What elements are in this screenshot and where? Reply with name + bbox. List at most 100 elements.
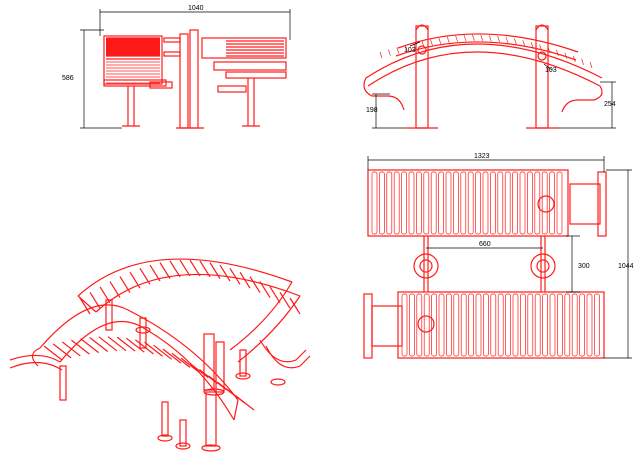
slat xyxy=(594,293,600,357)
slat xyxy=(438,171,444,235)
slat xyxy=(107,336,127,352)
slat xyxy=(438,293,445,357)
slat-tick xyxy=(522,40,526,47)
slat xyxy=(61,341,81,357)
isometric-back-slats xyxy=(79,259,301,315)
slat xyxy=(453,293,460,357)
dim-side-width: 1040 xyxy=(188,5,204,12)
slat xyxy=(149,264,161,282)
dim-top-length: 1323 xyxy=(474,153,490,160)
slat xyxy=(139,267,151,285)
slat xyxy=(379,171,385,235)
slat xyxy=(159,262,171,279)
slat xyxy=(519,171,526,235)
slat xyxy=(235,395,255,411)
slat xyxy=(408,171,415,235)
slat xyxy=(549,293,556,357)
slat xyxy=(431,293,437,357)
slat-fill xyxy=(106,38,160,56)
slat xyxy=(556,171,563,235)
isometric-view xyxy=(9,258,311,452)
slat xyxy=(393,171,400,235)
dim-front-top-left: 103 xyxy=(404,47,416,54)
slat xyxy=(180,357,200,373)
slat xyxy=(490,293,497,357)
slat xyxy=(430,171,437,235)
slat-tick xyxy=(556,49,559,56)
dim-front-top-right: 103 xyxy=(545,67,557,74)
slat xyxy=(497,293,504,357)
slat xyxy=(423,293,430,357)
slat-tick xyxy=(497,35,500,43)
slat xyxy=(144,341,163,357)
slat xyxy=(401,171,407,235)
slat-tick xyxy=(379,51,383,59)
front-view: 103 103 198 254 xyxy=(363,24,616,129)
slat xyxy=(542,293,548,357)
slat-tick xyxy=(505,36,509,44)
slat xyxy=(79,297,91,315)
slat xyxy=(199,260,211,278)
slat-tick xyxy=(564,52,568,59)
slat xyxy=(249,276,261,293)
slat xyxy=(527,293,534,357)
slat-tick xyxy=(572,55,576,62)
slat-tick xyxy=(438,37,442,44)
slat-tick xyxy=(463,34,467,42)
slat xyxy=(504,171,511,235)
slat-tick xyxy=(446,36,450,43)
slat xyxy=(171,352,191,368)
slat xyxy=(199,369,218,385)
slat xyxy=(371,171,378,235)
slat xyxy=(189,259,201,277)
slat xyxy=(490,171,496,235)
front-view-slat-ticks xyxy=(379,34,593,69)
top-view: 1323 660 300 1044 xyxy=(363,153,634,359)
dim-front-right-height: 254 xyxy=(604,101,616,108)
slat xyxy=(586,293,593,357)
slat xyxy=(219,264,231,282)
slat xyxy=(460,171,467,235)
slat xyxy=(129,271,141,289)
slat xyxy=(534,171,541,235)
slat-tick xyxy=(547,46,551,54)
slat xyxy=(468,293,474,357)
slat xyxy=(279,292,291,309)
slat xyxy=(89,337,109,352)
slat xyxy=(564,293,571,357)
slat-tick xyxy=(413,42,416,50)
slat xyxy=(162,348,182,364)
slat-tick xyxy=(581,58,584,65)
slat-tick xyxy=(514,38,517,45)
slat-tick xyxy=(388,49,391,56)
slat xyxy=(229,267,241,285)
slat xyxy=(409,293,415,357)
slat xyxy=(239,271,251,289)
side-view-slats xyxy=(106,37,160,84)
slat-tick xyxy=(488,35,492,42)
slat xyxy=(549,171,555,235)
slat xyxy=(467,171,474,235)
slat-tick xyxy=(430,39,433,46)
slat xyxy=(497,171,504,235)
slat xyxy=(520,293,526,357)
slat-tick xyxy=(480,34,484,41)
slat xyxy=(446,293,452,357)
slat xyxy=(80,338,99,354)
slat xyxy=(541,171,548,235)
slat xyxy=(557,293,563,357)
slat xyxy=(289,297,301,315)
side-view: 1040 586 xyxy=(62,5,291,129)
slat xyxy=(475,293,482,357)
slat-tick xyxy=(396,47,400,54)
slat xyxy=(416,171,422,235)
slat xyxy=(475,171,481,235)
slat xyxy=(125,337,145,353)
slat xyxy=(116,336,136,352)
slat xyxy=(453,171,459,235)
top-view-lower-slats xyxy=(401,293,600,357)
slat xyxy=(571,293,578,357)
slat xyxy=(135,339,154,355)
slat xyxy=(401,293,408,357)
